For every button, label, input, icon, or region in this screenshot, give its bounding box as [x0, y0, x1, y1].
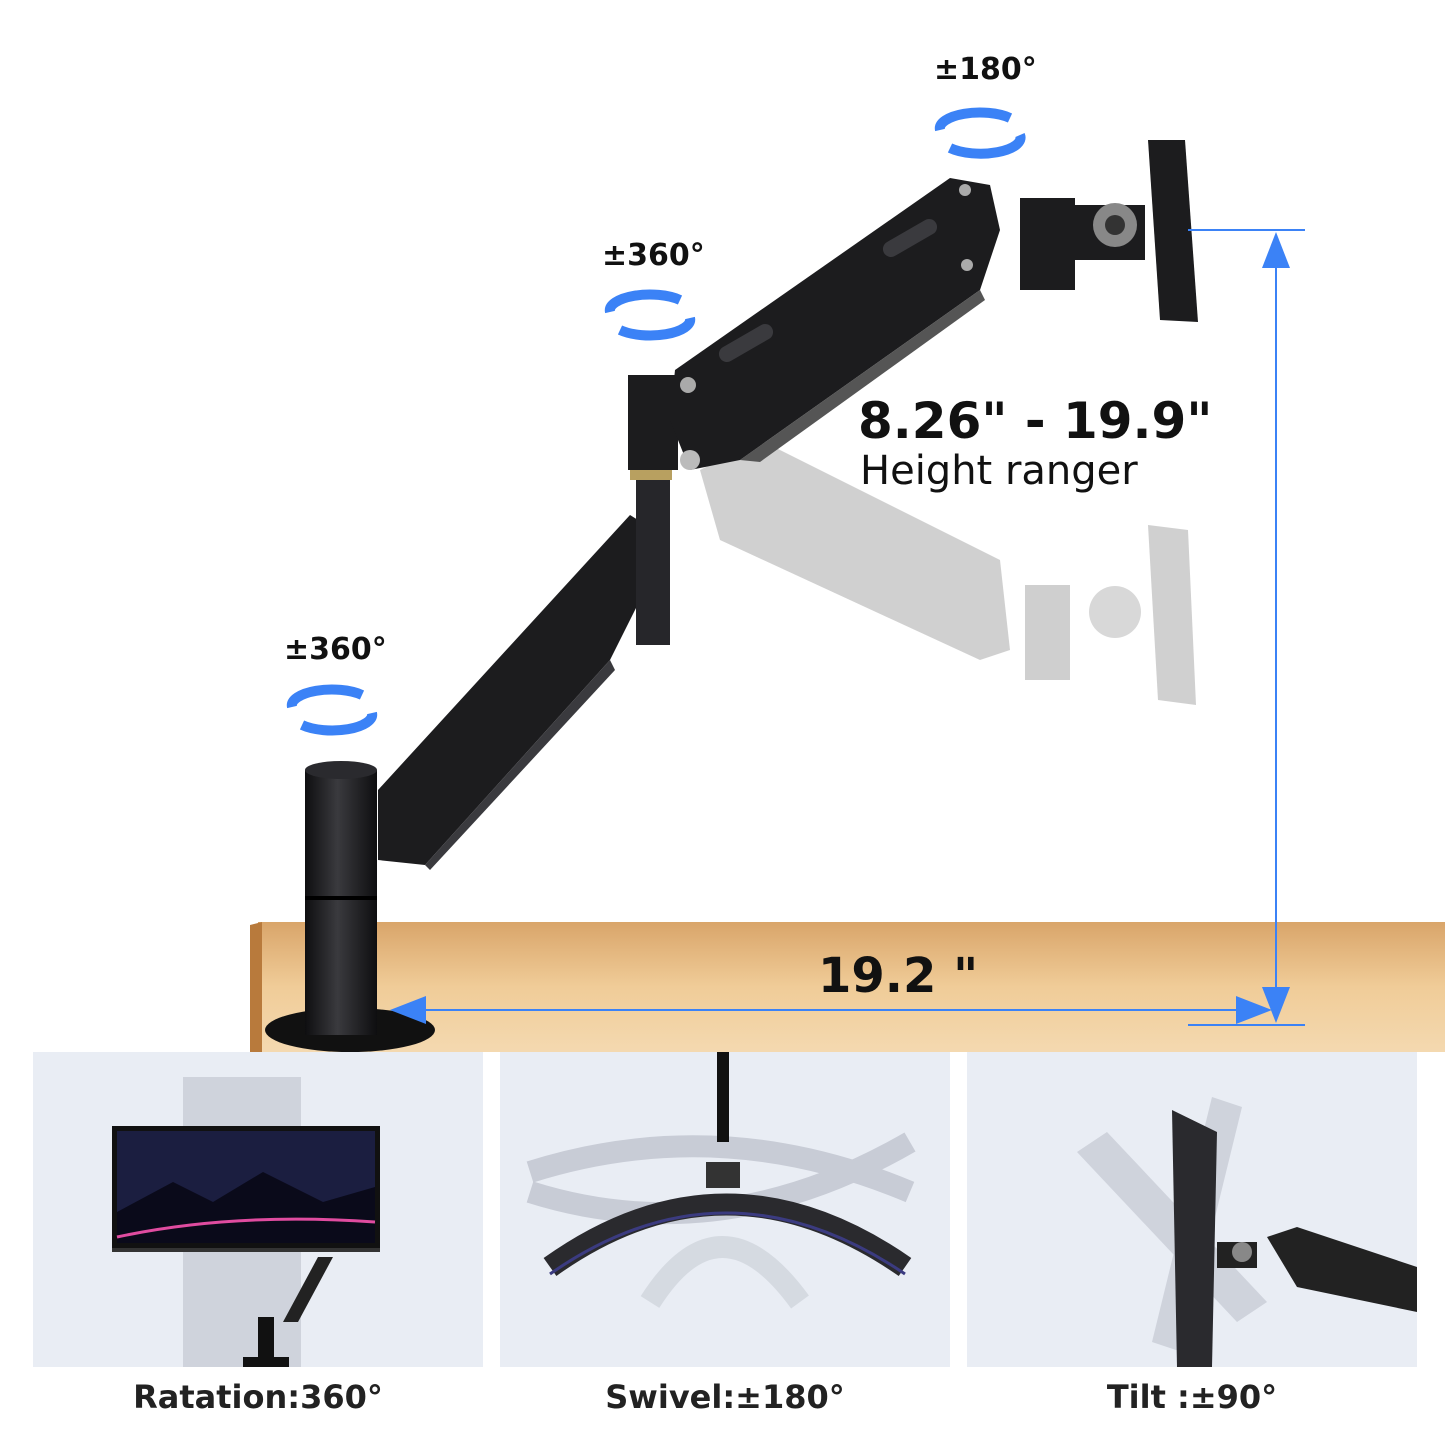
main-illustration — [250, 107, 1445, 1052]
reach-value: 19.2 " — [818, 948, 979, 1004]
tilt-panel — [967, 1052, 1417, 1367]
vesa-head — [1020, 140, 1198, 322]
elbow-joint — [628, 375, 678, 645]
height-range-value: 8.26" - 19.9" — [858, 392, 1213, 450]
height-dimension — [1188, 229, 1305, 1026]
upper-arm — [670, 178, 1000, 470]
rotation-illustration — [112, 1077, 380, 1367]
rotation-panel — [33, 1052, 483, 1367]
tilt-caption: Tilt :±90° — [1106, 1378, 1278, 1416]
swivel-illustration — [526, 1052, 916, 1309]
lower-arm — [378, 515, 670, 870]
swivel-panel — [500, 1052, 950, 1367]
height-range-label: Height ranger — [860, 448, 1138, 494]
top-rotation-label: ±180° — [934, 52, 1037, 87]
swivel-caption: Swivel:±180° — [605, 1378, 845, 1416]
desk — [250, 922, 1445, 1052]
tilt-illustration — [1077, 1097, 1417, 1367]
mount-pole — [305, 761, 377, 1035]
rotation-arrow-icon — [934, 107, 1026, 159]
middle-rotation-label: ±360° — [602, 238, 705, 273]
rotation-caption: Ratation:360° — [133, 1378, 383, 1416]
ghost-arm — [700, 440, 1196, 705]
rotation-arrow-icon — [604, 289, 696, 341]
base-rotation-label: ±360° — [284, 632, 387, 667]
reach-dimension — [390, 996, 1272, 1024]
rotation-arrow-icon — [286, 684, 378, 736]
